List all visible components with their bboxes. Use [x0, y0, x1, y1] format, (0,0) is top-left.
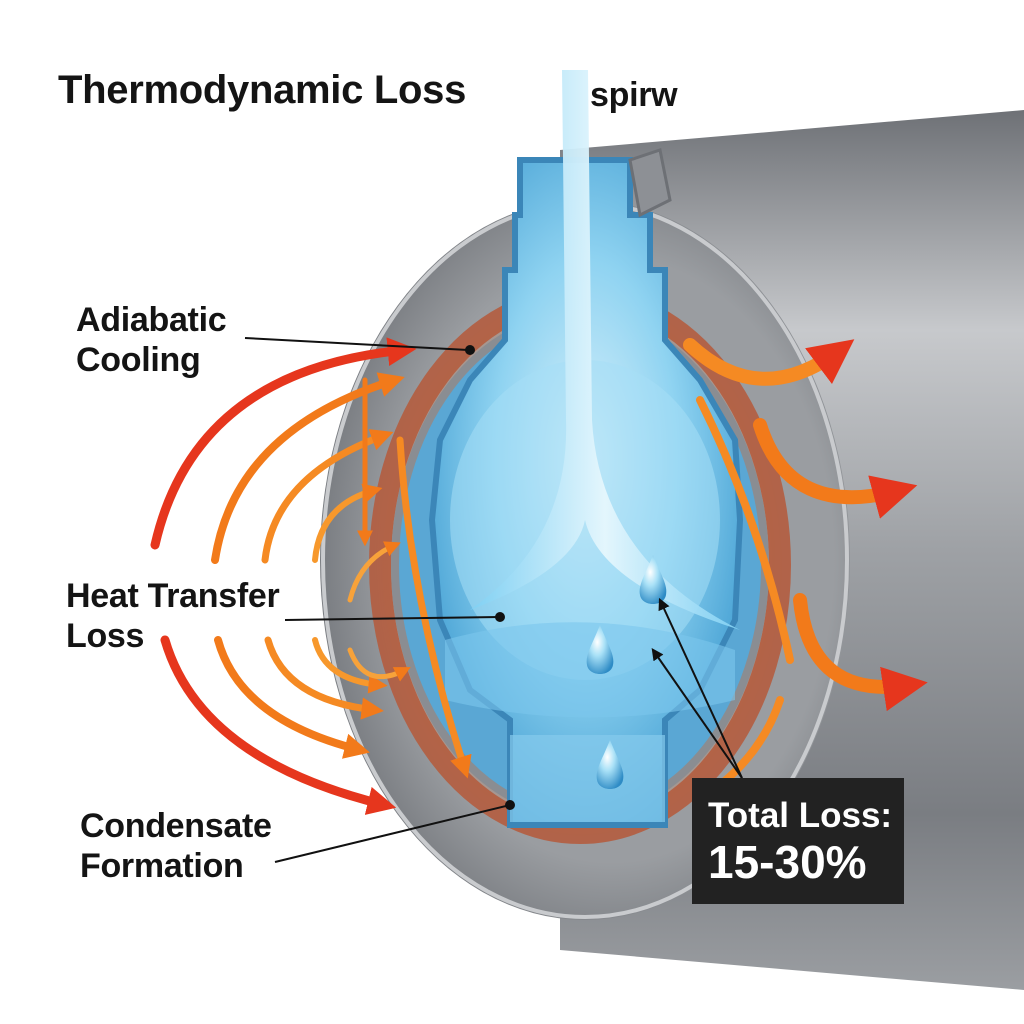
water-droplet-icon	[586, 625, 614, 674]
label-line: Condensate	[80, 807, 272, 845]
label-line: Adiabatic	[76, 301, 227, 339]
label-adiabatic-cooling: Adiabatic Cooling	[76, 300, 227, 380]
water-droplet-icon	[639, 555, 667, 604]
heat-flow-arrow-icon	[150, 337, 472, 815]
label-line: Loss	[66, 617, 145, 655]
diagram-title: Thermodynamic Loss	[58, 68, 467, 112]
label-line: Heat Transfer	[66, 577, 280, 615]
total-loss-box: Total Loss: 15-30%	[692, 778, 904, 904]
total-loss-value: 15-30%	[708, 836, 867, 888]
label-line: Formation	[80, 847, 244, 885]
label-line: Cooling	[76, 341, 201, 379]
leader-lines	[244, 337, 743, 863]
label-condensate-formation: Condensate Formation	[80, 806, 272, 886]
label-heat-transfer-loss: Heat Transfer Loss	[66, 576, 280, 656]
water-droplet-icon	[596, 740, 624, 789]
steam-jet-icon	[470, 70, 740, 630]
diagram-subtitle: spirw	[590, 76, 678, 114]
total-loss-label: Total Loss:	[708, 796, 893, 835]
